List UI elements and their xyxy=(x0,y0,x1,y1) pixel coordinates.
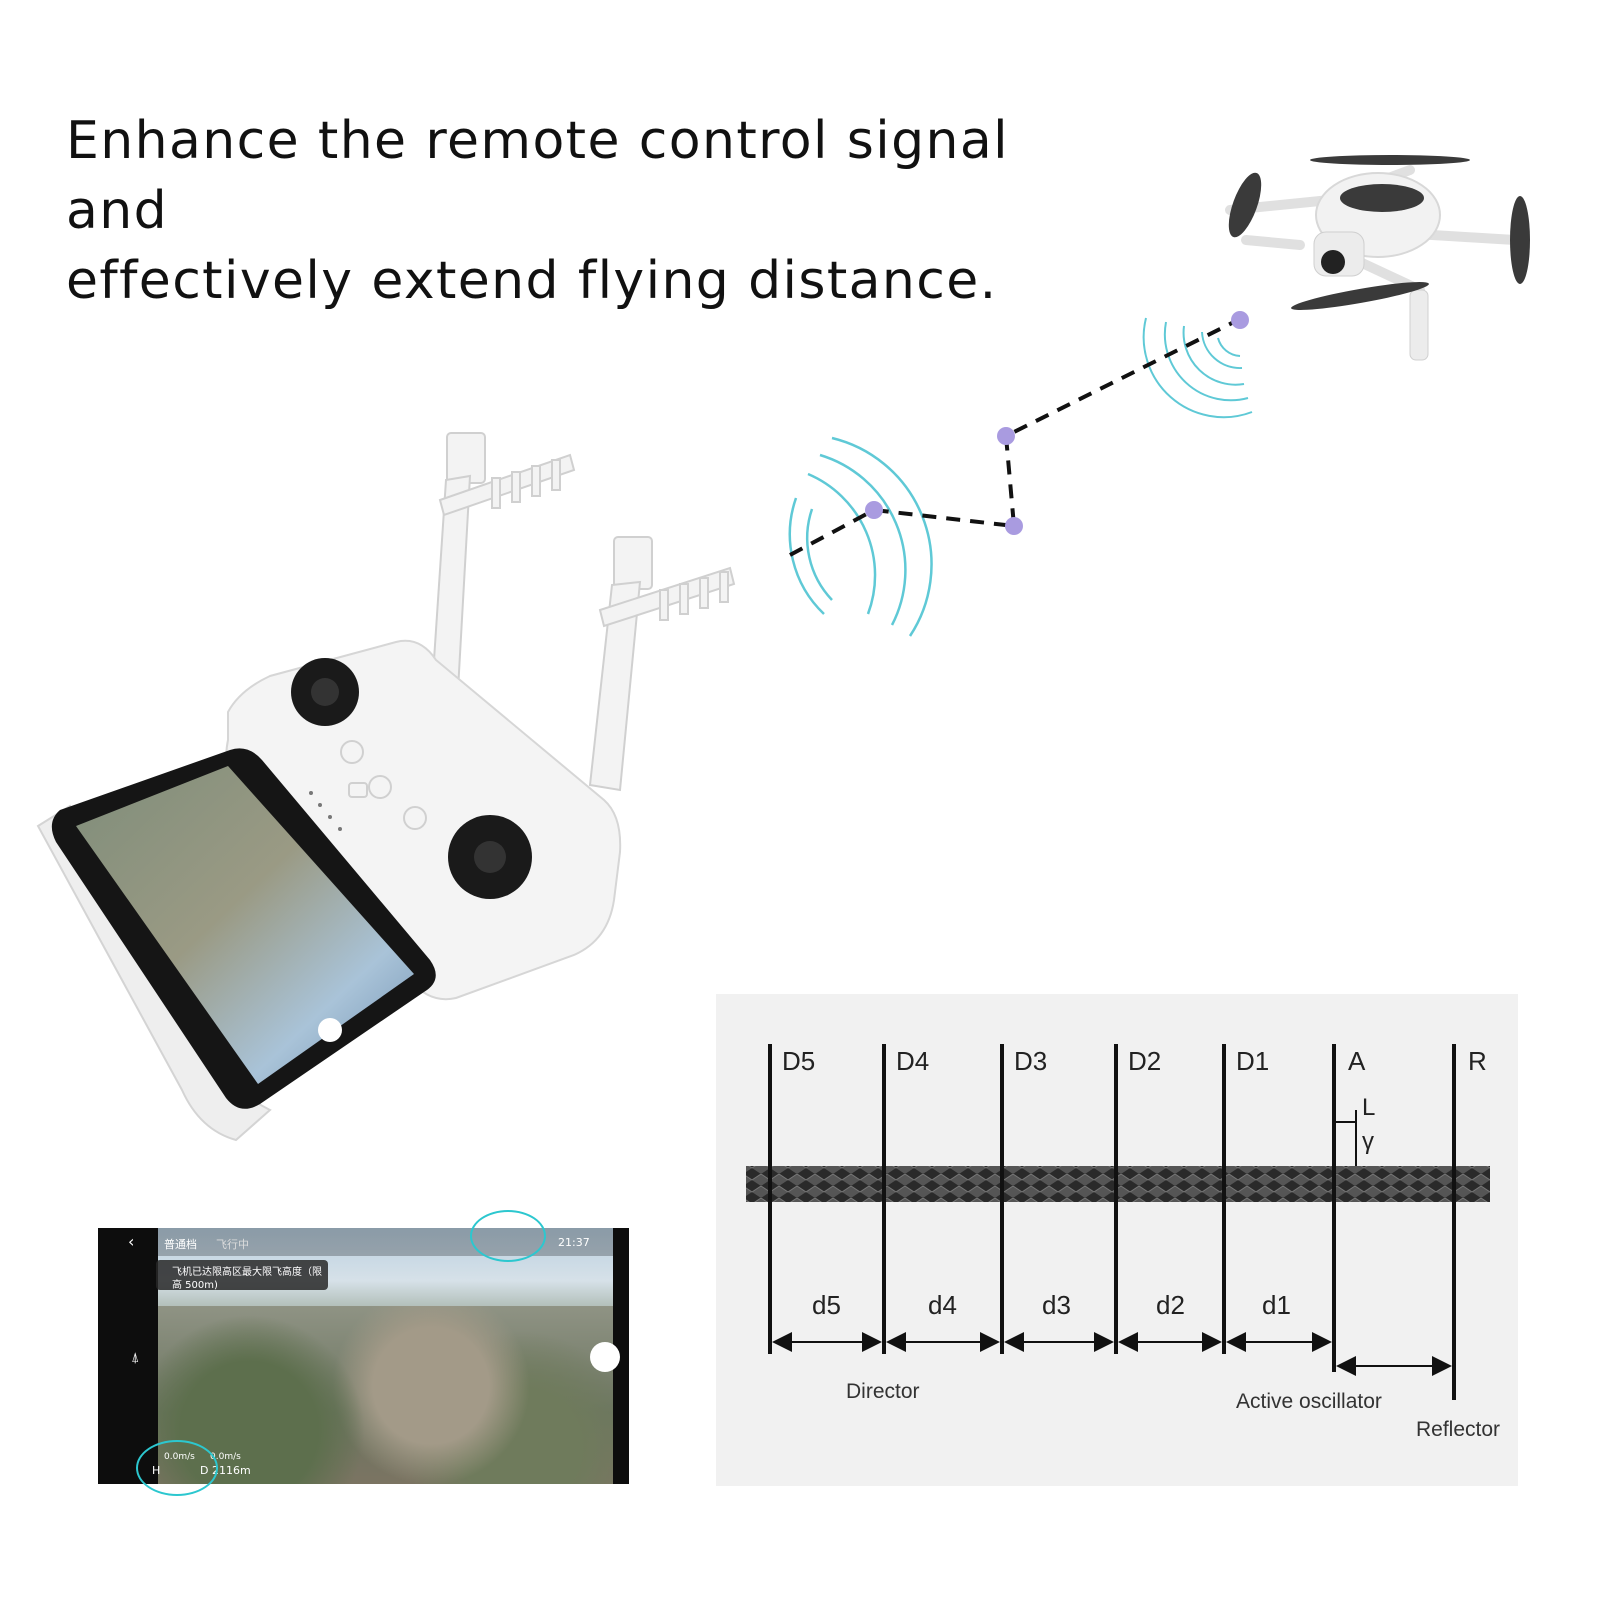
chevron-left-icon[interactable]: ‹ xyxy=(128,1232,135,1251)
director-label: Director xyxy=(846,1380,920,1403)
drone xyxy=(1225,155,1530,361)
element-label: D3 xyxy=(1014,1046,1048,1076)
signal-node xyxy=(865,501,883,519)
remote-controller xyxy=(225,639,622,1001)
element-label: A xyxy=(1348,1046,1366,1076)
shutter-button[interactable] xyxy=(590,1342,620,1372)
signal-path xyxy=(789,318,1239,557)
altitude-warning: 飞机已达限高区最大限飞高度（限 高 500m) xyxy=(156,1260,328,1291)
takeoff-icon[interactable]: ⍋ xyxy=(131,1350,140,1366)
spacing-label: d4 xyxy=(928,1290,957,1320)
horizontal-speed: 0.0m/s xyxy=(210,1452,241,1462)
headline: Enhance the remote control signal and ef… xyxy=(66,106,1086,316)
highlight-ring-distance xyxy=(136,1440,218,1496)
spacing-label: d2 xyxy=(1156,1290,1185,1320)
flight-state: 飞行中 xyxy=(216,1238,249,1251)
signal-node xyxy=(1005,517,1023,535)
signal-waves-far xyxy=(1142,317,1253,419)
element-label: D1 xyxy=(1236,1046,1270,1076)
antenna-left xyxy=(430,432,576,691)
dimension-L: L xyxy=(1362,1094,1376,1121)
element-label: D2 xyxy=(1128,1046,1162,1076)
camera-terrain xyxy=(158,1306,613,1484)
flight-mode[interactable]: 普通档 xyxy=(164,1238,197,1251)
headline-line-2: effectively extend flying distance. xyxy=(66,251,998,311)
warning-line-1: 飞机已达限高区最大限飞高度（限 xyxy=(172,1267,322,1278)
element-label: R xyxy=(1468,1046,1487,1076)
signal-node xyxy=(997,427,1015,445)
signal-node xyxy=(1231,311,1249,329)
status-time: 21:37 xyxy=(558,1236,590,1249)
spacing-label: d1 xyxy=(1262,1290,1291,1320)
dimension-gamma: γ xyxy=(1362,1128,1374,1155)
antenna-right xyxy=(588,536,736,792)
yagi-diagram: D5 D4 D3 D2 D1 A R L γ d5 d4 d3 d2 d1 Di… xyxy=(716,994,1518,1486)
active-oscillator-label: Active oscillator xyxy=(1236,1390,1382,1413)
reflector-label: Reflector xyxy=(1416,1418,1501,1441)
warning-line-2: 高 500m) xyxy=(172,1280,218,1291)
signal-waves-near xyxy=(788,436,933,637)
highlight-ring-signal xyxy=(470,1210,546,1262)
headline-line-1: Enhance the remote control signal and xyxy=(66,111,1009,241)
element-label: D4 xyxy=(896,1046,930,1076)
phone-on-controller xyxy=(36,748,436,1142)
spacing-label: d3 xyxy=(1042,1290,1071,1320)
element-label: D5 xyxy=(782,1046,816,1076)
spacing-label: d5 xyxy=(812,1290,841,1320)
